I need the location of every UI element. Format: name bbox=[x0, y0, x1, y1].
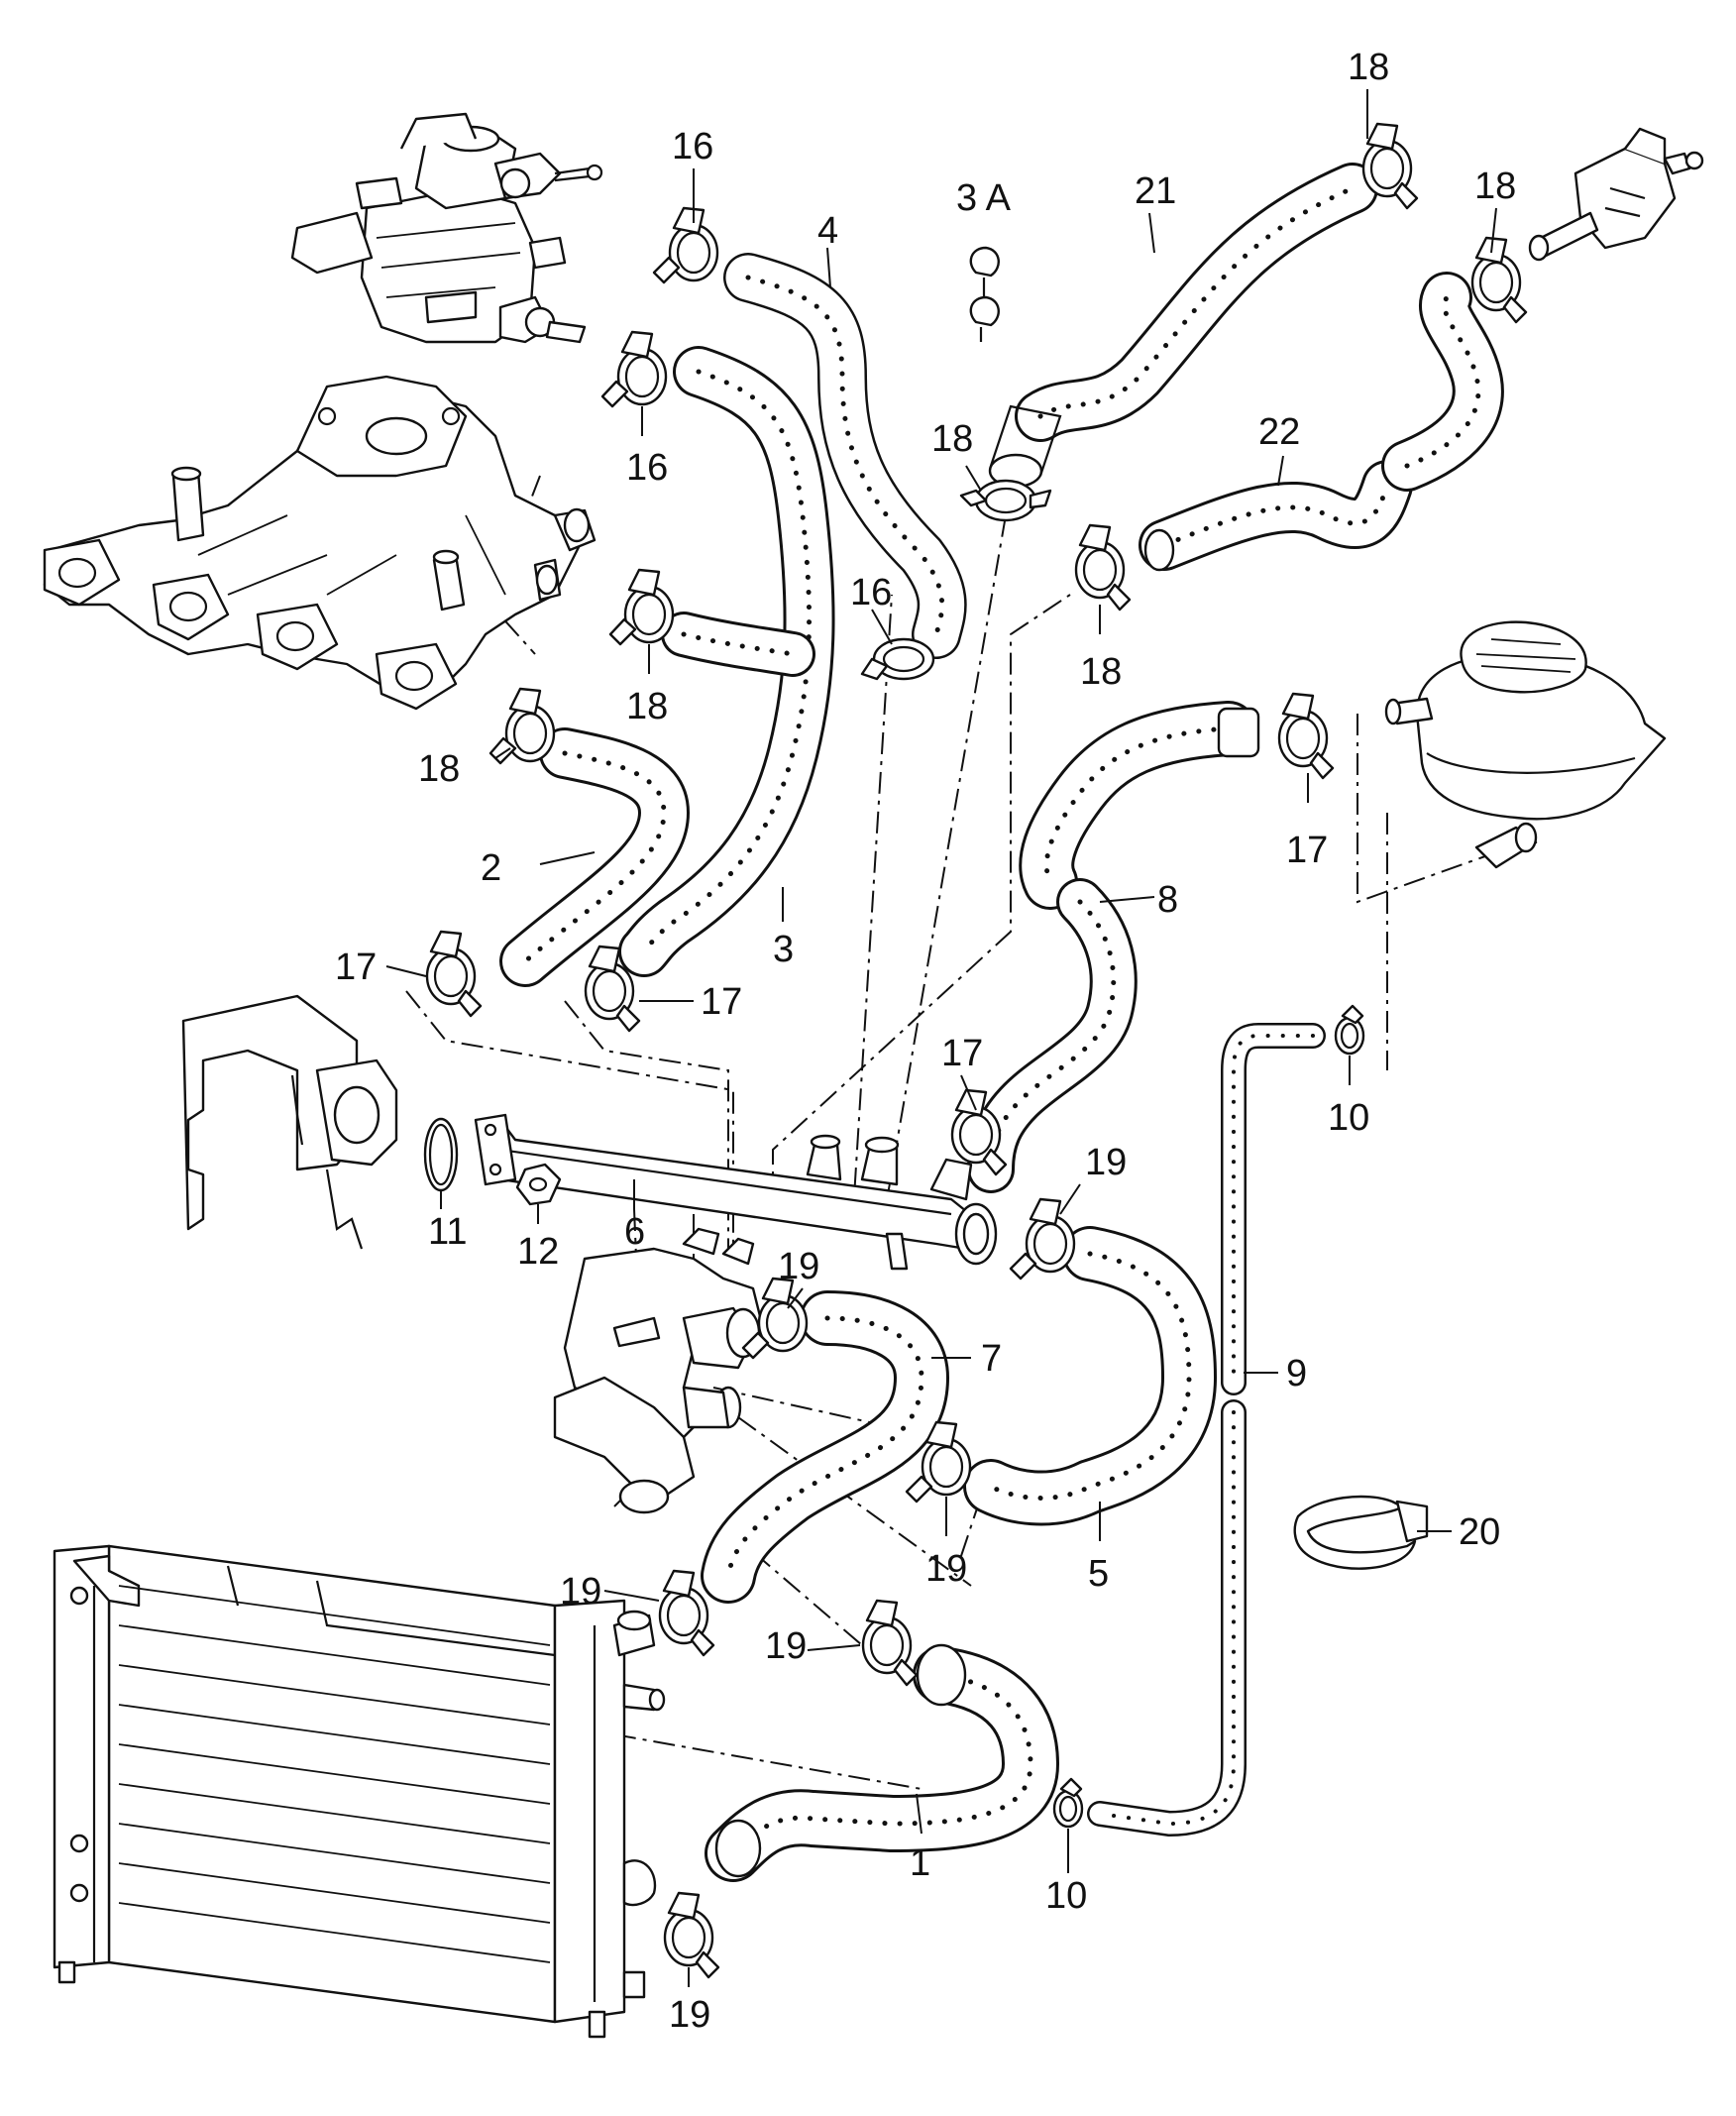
clamp-18-d bbox=[1361, 122, 1419, 210]
clamp-17-c bbox=[1277, 692, 1335, 780]
clamp-18-e bbox=[1470, 236, 1528, 324]
callout-19-f: 19 bbox=[669, 1994, 710, 2036]
clamp-17-a bbox=[425, 930, 483, 1018]
hose-1 bbox=[705, 1643, 1059, 1882]
hose-3-branch bbox=[661, 612, 815, 677]
expansion-tank bbox=[1384, 620, 1667, 869]
callout-11: 11 bbox=[428, 1211, 467, 1253]
hose-7 bbox=[701, 1290, 949, 1604]
callout-6: 6 bbox=[624, 1211, 645, 1253]
clamp-18-c bbox=[959, 479, 1052, 522]
clamp-17-d bbox=[950, 1088, 1008, 1176]
callout-18-b: 18 bbox=[1348, 47, 1389, 88]
clamp-19-b bbox=[741, 1277, 809, 1360]
callout-1: 1 bbox=[910, 1842, 930, 1884]
radiator bbox=[53, 1544, 666, 2039]
clamp-19-f bbox=[663, 1891, 720, 1979]
callout-18-f: 18 bbox=[418, 748, 460, 790]
nut-12 bbox=[515, 1163, 562, 1206]
coolant-flange-housing bbox=[553, 1227, 765, 1514]
clamp-18-a bbox=[608, 568, 675, 646]
callout-9: 9 bbox=[1286, 1353, 1307, 1394]
callout-7: 7 bbox=[981, 1338, 1002, 1380]
clamp-18-b bbox=[488, 687, 556, 765]
callout-10-a: 10 bbox=[1328, 1097, 1369, 1139]
callout-4: 4 bbox=[817, 210, 838, 252]
callout-17-d: 17 bbox=[941, 1033, 983, 1074]
clamp-10-a bbox=[1334, 1004, 1365, 1056]
carburetor bbox=[290, 112, 603, 344]
clamp-19-d bbox=[658, 1569, 715, 1657]
callout-19-a: 19 bbox=[1085, 1142, 1127, 1183]
callout-16-c: 16 bbox=[850, 572, 892, 613]
coolant-pipe-6 bbox=[474, 1113, 998, 1271]
band-clamp-20 bbox=[1293, 1495, 1429, 1570]
callout-18-a: 18 bbox=[931, 418, 973, 460]
callout-19-e: 19 bbox=[765, 1625, 807, 1667]
callout-20: 20 bbox=[1459, 1511, 1500, 1553]
hose-3 bbox=[618, 346, 835, 977]
leader-lines bbox=[385, 89, 1497, 1987]
callout-12: 12 bbox=[517, 1231, 559, 1273]
callout-21: 21 bbox=[1135, 170, 1176, 212]
heater-valve bbox=[1528, 127, 1704, 262]
hose-22 bbox=[1139, 272, 1504, 572]
hose-9 bbox=[1087, 1023, 1326, 1837]
callout-labels: 16 16 16 4 3 A 18 21 18 18 22 18 18 18 2… bbox=[335, 47, 1516, 2036]
callout-16-a: 16 bbox=[672, 126, 713, 167]
assembly-lines bbox=[405, 475, 1497, 1790]
callout-18-d: 18 bbox=[1080, 651, 1122, 693]
clamp-19-e bbox=[861, 1599, 919, 1687]
callout-19-b: 19 bbox=[778, 1246, 819, 1287]
callout-5: 5 bbox=[1088, 1553, 1109, 1595]
callout-18-c: 18 bbox=[1474, 166, 1516, 207]
clamp-16-a bbox=[652, 206, 719, 284]
engine-bracket bbox=[181, 994, 398, 1250]
clamp-10-b bbox=[1052, 1777, 1084, 1829]
clamp-3a bbox=[969, 246, 1000, 342]
clamp-16-b bbox=[600, 330, 668, 408]
callout-16-b: 16 bbox=[626, 447, 668, 489]
hose-5 bbox=[963, 1226, 1217, 1526]
callout-3: 3 bbox=[773, 929, 794, 970]
callout-22: 22 bbox=[1258, 411, 1300, 453]
hose-8 bbox=[967, 701, 1260, 1193]
clamp-17-b bbox=[584, 945, 641, 1033]
callout-17-c: 17 bbox=[1286, 830, 1328, 871]
clamp-19-c bbox=[905, 1420, 972, 1503]
callout-18-e: 18 bbox=[626, 686, 668, 727]
clamp-18-f bbox=[1074, 523, 1132, 612]
callout-19-d: 19 bbox=[560, 1571, 601, 1613]
callout-17-a: 17 bbox=[335, 947, 377, 988]
clamps bbox=[425, 122, 1528, 1979]
callout-10-b: 10 bbox=[1045, 1875, 1087, 1917]
hose-4 bbox=[723, 253, 967, 659]
clamp-19-a bbox=[1009, 1197, 1076, 1281]
clamp-16-c bbox=[860, 637, 935, 681]
intake-manifold bbox=[43, 375, 597, 711]
callout-19-c: 19 bbox=[925, 1548, 967, 1590]
callout-8: 8 bbox=[1157, 879, 1178, 921]
callout-3a: 3 A bbox=[956, 177, 1012, 219]
callout-2: 2 bbox=[481, 847, 501, 889]
o-ring-11 bbox=[423, 1117, 459, 1192]
callout-17-b: 17 bbox=[701, 981, 742, 1023]
hose-2 bbox=[499, 727, 690, 987]
